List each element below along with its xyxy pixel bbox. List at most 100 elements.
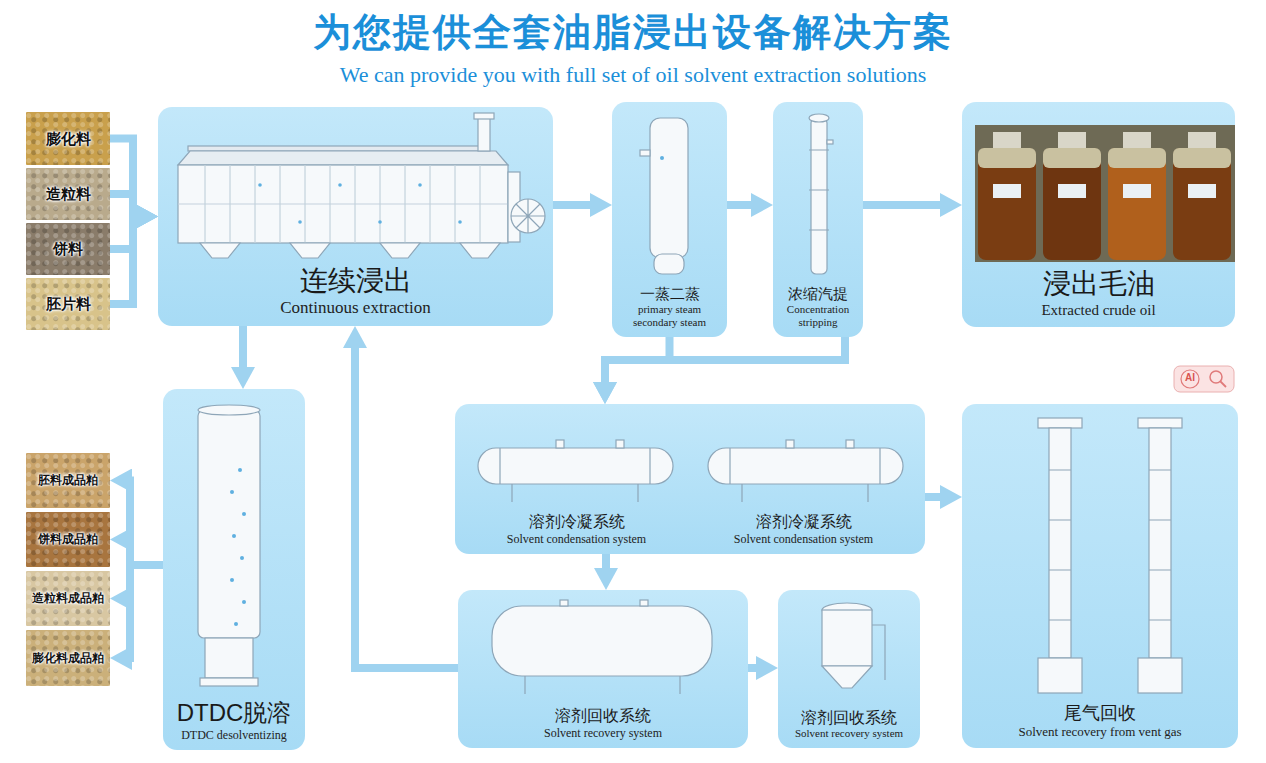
oil-bottle-part — [1173, 148, 1231, 260]
flow-arrow — [124, 540, 163, 566]
extractor-illustration-part — [460, 243, 500, 258]
stripper-illustration-part — [809, 150, 829, 230]
extractor-illustration-part — [511, 199, 545, 233]
oil-bottle-part — [978, 148, 1036, 168]
flow-arrow — [602, 554, 610, 576]
condenser-illustration-part — [708, 448, 903, 484]
extractor-illustration-part — [508, 172, 520, 242]
crude-oil-photo — [975, 125, 1235, 262]
recovery-tank-illustration — [492, 600, 712, 694]
flow-arrow — [110, 217, 144, 250]
vent-gas-columns-illustration — [1038, 418, 1182, 693]
extractor-illustration-part — [200, 243, 240, 258]
flow-arrow — [605, 337, 670, 390]
node-subtitle: Solvent recovery system — [795, 727, 903, 740]
recovery-tank-illustration-part — [560, 600, 568, 606]
process-panel: 溶剂冷凝系统Solvent condensation system溶剂冷凝系统S… — [455, 404, 925, 554]
node-subtitle: Solvent recovery from vent gas — [1018, 724, 1181, 740]
node-subtitle: DTDC desolventizing — [181, 728, 287, 742]
extractor-illustration — [178, 113, 545, 258]
node-title: 膨化料成品粕 — [32, 651, 104, 665]
stripper-illustration-part — [811, 118, 827, 274]
stripper-illustration-part — [809, 114, 829, 122]
extractor-illustration-part — [188, 146, 488, 151]
oil-bottle-part — [993, 132, 1021, 148]
material-tile: 饼料 — [26, 223, 110, 275]
extractor-dots — [258, 183, 462, 224]
recovery-tank-illustration-part — [640, 600, 648, 606]
dtdc-illustration-part — [198, 405, 260, 415]
title-text: 为您提供全套油脂浸出设备解决方案 — [0, 10, 1266, 56]
oil-bottle-part — [1188, 132, 1216, 148]
oil-bottle-part — [978, 148, 1036, 260]
node-subtitle: Solvent condensation system — [734, 532, 873, 546]
process-panel: 浸出毛油Extracted crude oil — [962, 102, 1235, 327]
node-title: 胚料成品粕 — [38, 473, 98, 487]
vent-gas-columns-illustration-part — [1038, 658, 1082, 693]
dtdc-dots-part — [234, 622, 238, 626]
process-panel: 尾气回收Solvent recovery from vent gas — [962, 404, 1238, 748]
node-subtitle: Solvent recovery system — [544, 726, 662, 740]
ai-search-badge-part — [1210, 371, 1222, 383]
node-title: 尾气回收 — [1064, 703, 1136, 725]
condenser-illustration-part — [846, 440, 854, 448]
flow-arrow — [748, 664, 764, 672]
oil-bottle-part — [1043, 148, 1101, 260]
dtdc-dots-part — [242, 600, 246, 604]
evaporator-illustration-part — [650, 118, 688, 258]
extractor-dots-part — [378, 220, 382, 224]
evaporator-illustration-part — [654, 254, 684, 274]
material-tile: 膨化料 — [26, 112, 110, 165]
recovery-vessel-illustration-part — [872, 625, 885, 680]
oil-bottle-part — [1058, 184, 1086, 198]
extractor-dots-part — [418, 183, 422, 187]
node-title: 造粒料成品粕 — [32, 591, 104, 605]
dtdc-illustration-part — [200, 678, 258, 686]
title-box: 为您提供全套油脂浸出设备解决方案 — [0, 10, 1266, 56]
node-title: 饼料 — [53, 240, 83, 258]
recovery-vessel-illustration-part — [822, 610, 872, 666]
node-title: 浓缩汽提 — [788, 285, 848, 303]
process-panel: 溶剂回收系统Solvent recovery system — [778, 590, 920, 748]
node-title: 溶剂回收系统 — [801, 708, 897, 727]
condenser-illustration-part — [478, 448, 673, 484]
flow-arrow — [605, 337, 845, 390]
vent-gas-columns-illustration-part — [1138, 418, 1182, 428]
process-panel: 一蒸二蒸primary steam secondary steam — [612, 102, 727, 337]
node-title: DTDC脱溶 — [177, 699, 292, 728]
material-tile: 膨化料成品粕 — [26, 630, 110, 686]
flow-arrow — [727, 201, 759, 209]
dtdc-illustration — [198, 405, 260, 686]
extractor-dots-part — [458, 220, 462, 224]
subtitle-text: We can provide you with full set of oil … — [0, 62, 1266, 88]
process-panel: 浓缩汽提Concentration stripping — [773, 102, 863, 337]
stripper-illustration — [809, 114, 833, 274]
recovery-tank-illustration-part — [525, 676, 680, 694]
badge-text: AI — [1181, 372, 1199, 384]
node-title: 溶剂冷凝系统 — [756, 512, 852, 531]
condenser-illustration-part — [556, 440, 564, 448]
extractor-illustration-part — [511, 199, 545, 233]
oil-bottle-part — [1123, 184, 1151, 198]
oil-bottle — [1043, 132, 1101, 260]
oil-bottle-part — [1188, 184, 1216, 198]
evaporator-illustration-part — [660, 156, 664, 160]
flow-arrow — [124, 565, 163, 658]
oil-bottle-part — [1123, 132, 1151, 148]
node-title: 饼料成品粕 — [38, 532, 98, 546]
extractor-illustration-part — [178, 151, 508, 165]
vent-gas-columns-illustration-part — [1049, 470, 1071, 620]
node-title: 胚片料 — [46, 295, 91, 313]
process-panel: DTDC脱溶DTDC desolventizing — [163, 389, 305, 750]
dtdc-illustration-part — [198, 410, 260, 638]
oil-bottle — [1108, 132, 1166, 260]
node-title: 连续浸出 — [300, 264, 412, 298]
extractor-dots-part — [298, 220, 302, 224]
dtdc-dots-part — [230, 490, 234, 494]
extractor-illustration-part — [178, 165, 508, 243]
extractor-illustration-part — [474, 113, 494, 119]
node-subtitle: primary steam secondary steam — [620, 303, 719, 329]
node-title: 溶剂回收系统 — [555, 706, 651, 725]
flow-arrow — [124, 481, 163, 566]
